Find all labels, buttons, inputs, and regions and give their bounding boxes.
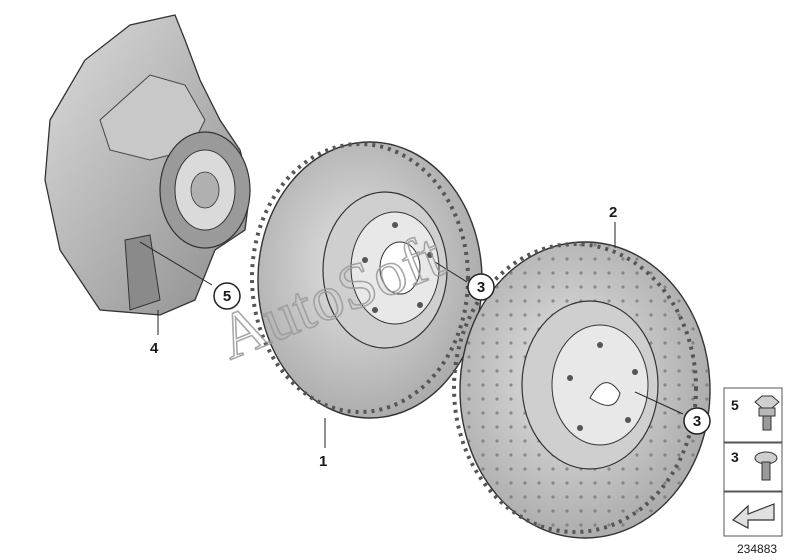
legend-screw-socket: 3 [723,442,783,492]
part-number-shield: 4 [150,340,159,357]
document-number: 234883 [737,542,777,556]
leader-lines [139,222,684,448]
hex-bolt-icon [754,395,780,431]
callout-screw-front: 3 [467,273,495,301]
callout-label: 3 [477,279,485,296]
part-number-disc-rear: 2 [609,204,617,221]
callout-screw-rear: 3 [683,407,711,435]
socket-screw-icon [754,451,778,481]
brake-disc-rear [452,241,711,539]
callout-label: 3 [693,413,701,430]
part-number-disc-front: 1 [319,453,327,470]
callout-screw-shield: 5 [213,282,241,310]
legend-label: 5 [731,397,739,413]
legend-label: 3 [731,449,739,465]
legend-screw-hex: 5 [723,387,783,443]
brake-shield [44,14,251,316]
brake-disc-front [250,141,483,419]
legend-arrow-box [723,491,783,537]
callout-label: 5 [223,288,231,305]
arrow-icon [731,503,775,529]
